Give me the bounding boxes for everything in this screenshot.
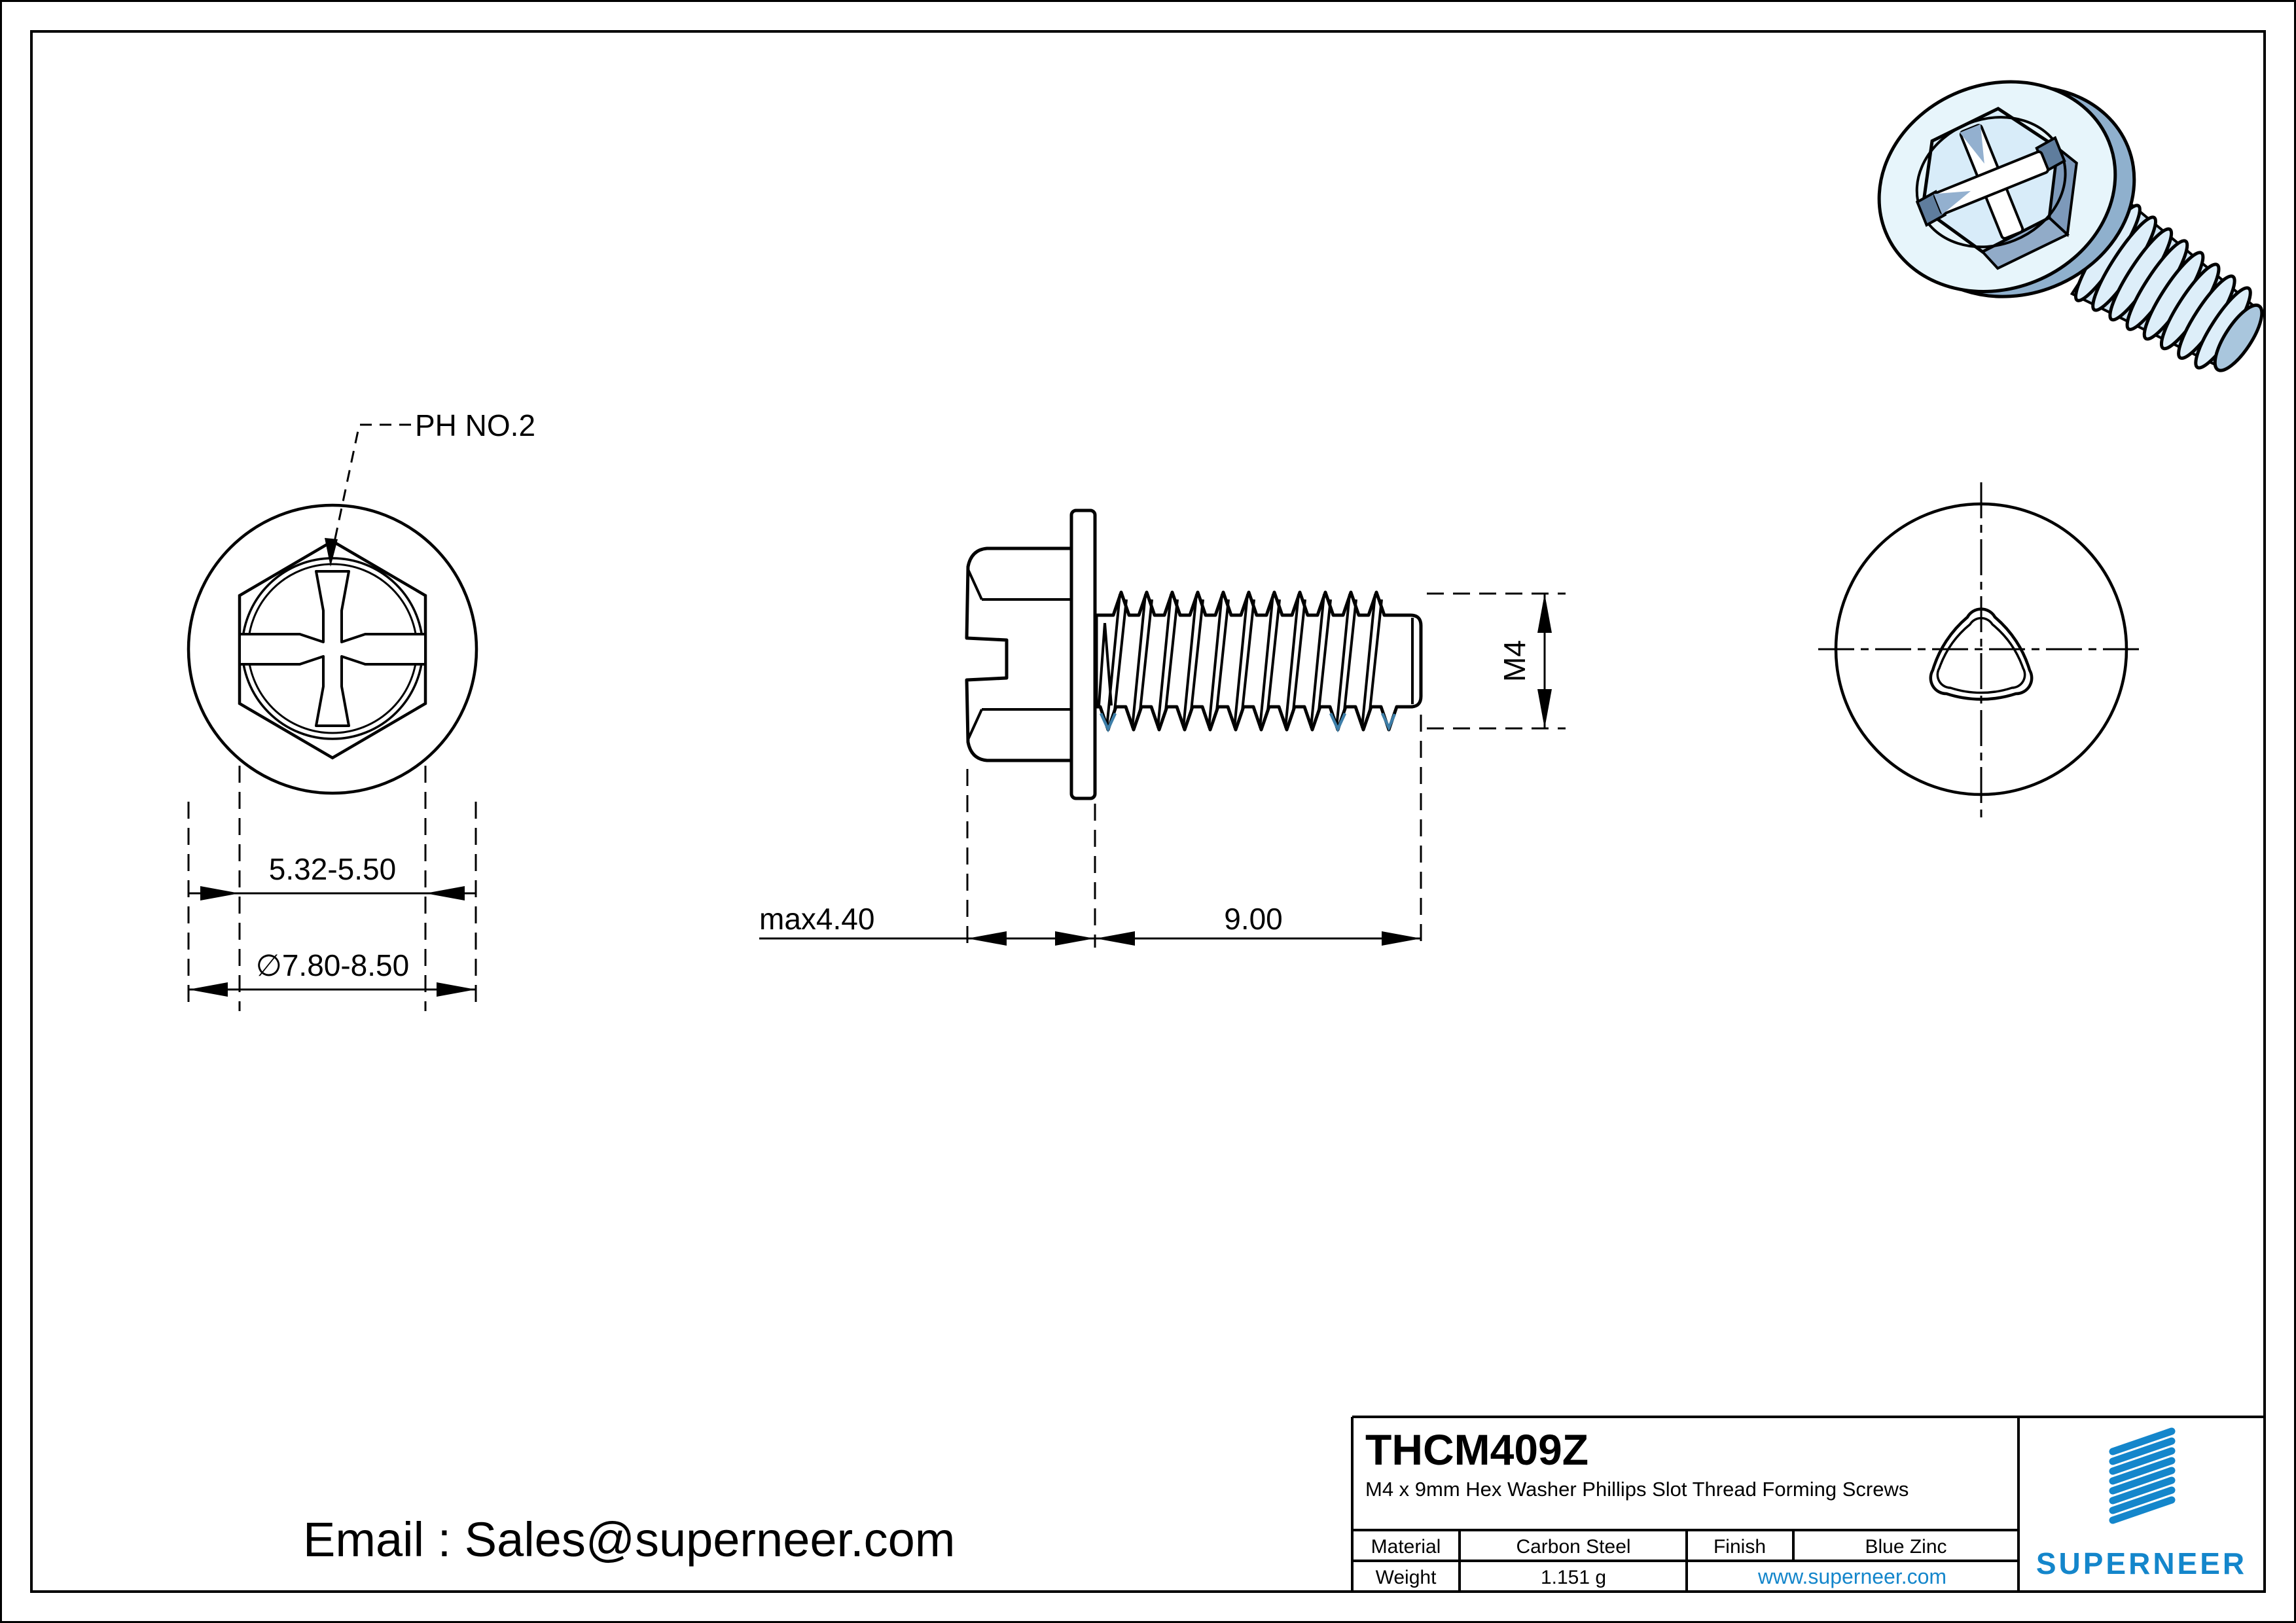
dim-thread-length: 9.00	[1224, 902, 1283, 936]
render-head	[1877, 80, 2136, 298]
material-label: Material	[1371, 1536, 1441, 1558]
leader-arrowhead	[325, 538, 338, 567]
thread-root-blue-accents	[1099, 713, 1397, 733]
render-cross-shadow-top	[1960, 124, 1984, 164]
title-block: THCM409Z M4 x 9mm Hex Washer Phillips Sl…	[1351, 1416, 2265, 1592]
drawing-frame-border	[30, 30, 2266, 1593]
front-view-dimensions: 5.32-5.50 ∅7.80-8.50	[187, 766, 477, 1011]
render-cross-shadow-left	[1933, 190, 1971, 215]
email-line: Email : Sales@superneer.com	[303, 1512, 955, 1567]
trilobe-outer-outline	[1929, 607, 2034, 701]
leader-line	[329, 423, 411, 561]
website-link[interactable]: www.superneer.com	[1757, 1565, 1946, 1588]
weight-label: Weight	[1376, 1567, 1437, 1588]
side-view-dimensions: max4.40 9.00 M4	[759, 592, 1566, 948]
drive-label: PH NO.2	[415, 408, 535, 442]
back-view	[1818, 482, 2145, 818]
trilobe-inner-outline	[1936, 616, 2026, 694]
weight-value: 1.151 g	[1541, 1567, 1606, 1588]
dim-head-height: max4.40	[759, 902, 874, 936]
washer-outline-circle	[187, 503, 478, 795]
finish-label: Finish	[1713, 1536, 1766, 1558]
front-view	[187, 503, 478, 795]
washer-back-circle	[1834, 502, 2128, 796]
brand-name: SUPERNEER	[2036, 1546, 2247, 1580]
superneer-logo-icon	[2109, 1427, 2176, 1524]
screw-3d-render	[1877, 80, 2264, 372]
title-block-grid	[1351, 1416, 2265, 1592]
part-description: M4 x 9mm Hex Washer Phillips Slot Thread…	[1365, 1478, 1909, 1501]
phillips-slot-recess-outline	[238, 570, 427, 727]
part-number: THCM409Z	[1365, 1425, 1588, 1474]
washer-flange	[1069, 508, 1097, 800]
dim-across-flats: 5.32-5.50	[269, 852, 396, 886]
hex-facet-lines	[967, 569, 1071, 740]
render-shank	[2070, 202, 2264, 372]
side-view	[965, 508, 1423, 800]
dim-head-diameter: ∅7.80-8.50	[256, 948, 409, 982]
hex-head-profile	[965, 546, 1073, 762]
material-value: Carbon Steel	[1516, 1536, 1630, 1558]
thread-flank-lines	[1098, 594, 1414, 728]
drive-callout: PH NO.2	[325, 408, 535, 567]
render-tip	[2213, 303, 2264, 372]
finish-value: Blue Zinc	[1865, 1536, 1946, 1558]
dim-thread-size: M4	[1498, 640, 1532, 682]
